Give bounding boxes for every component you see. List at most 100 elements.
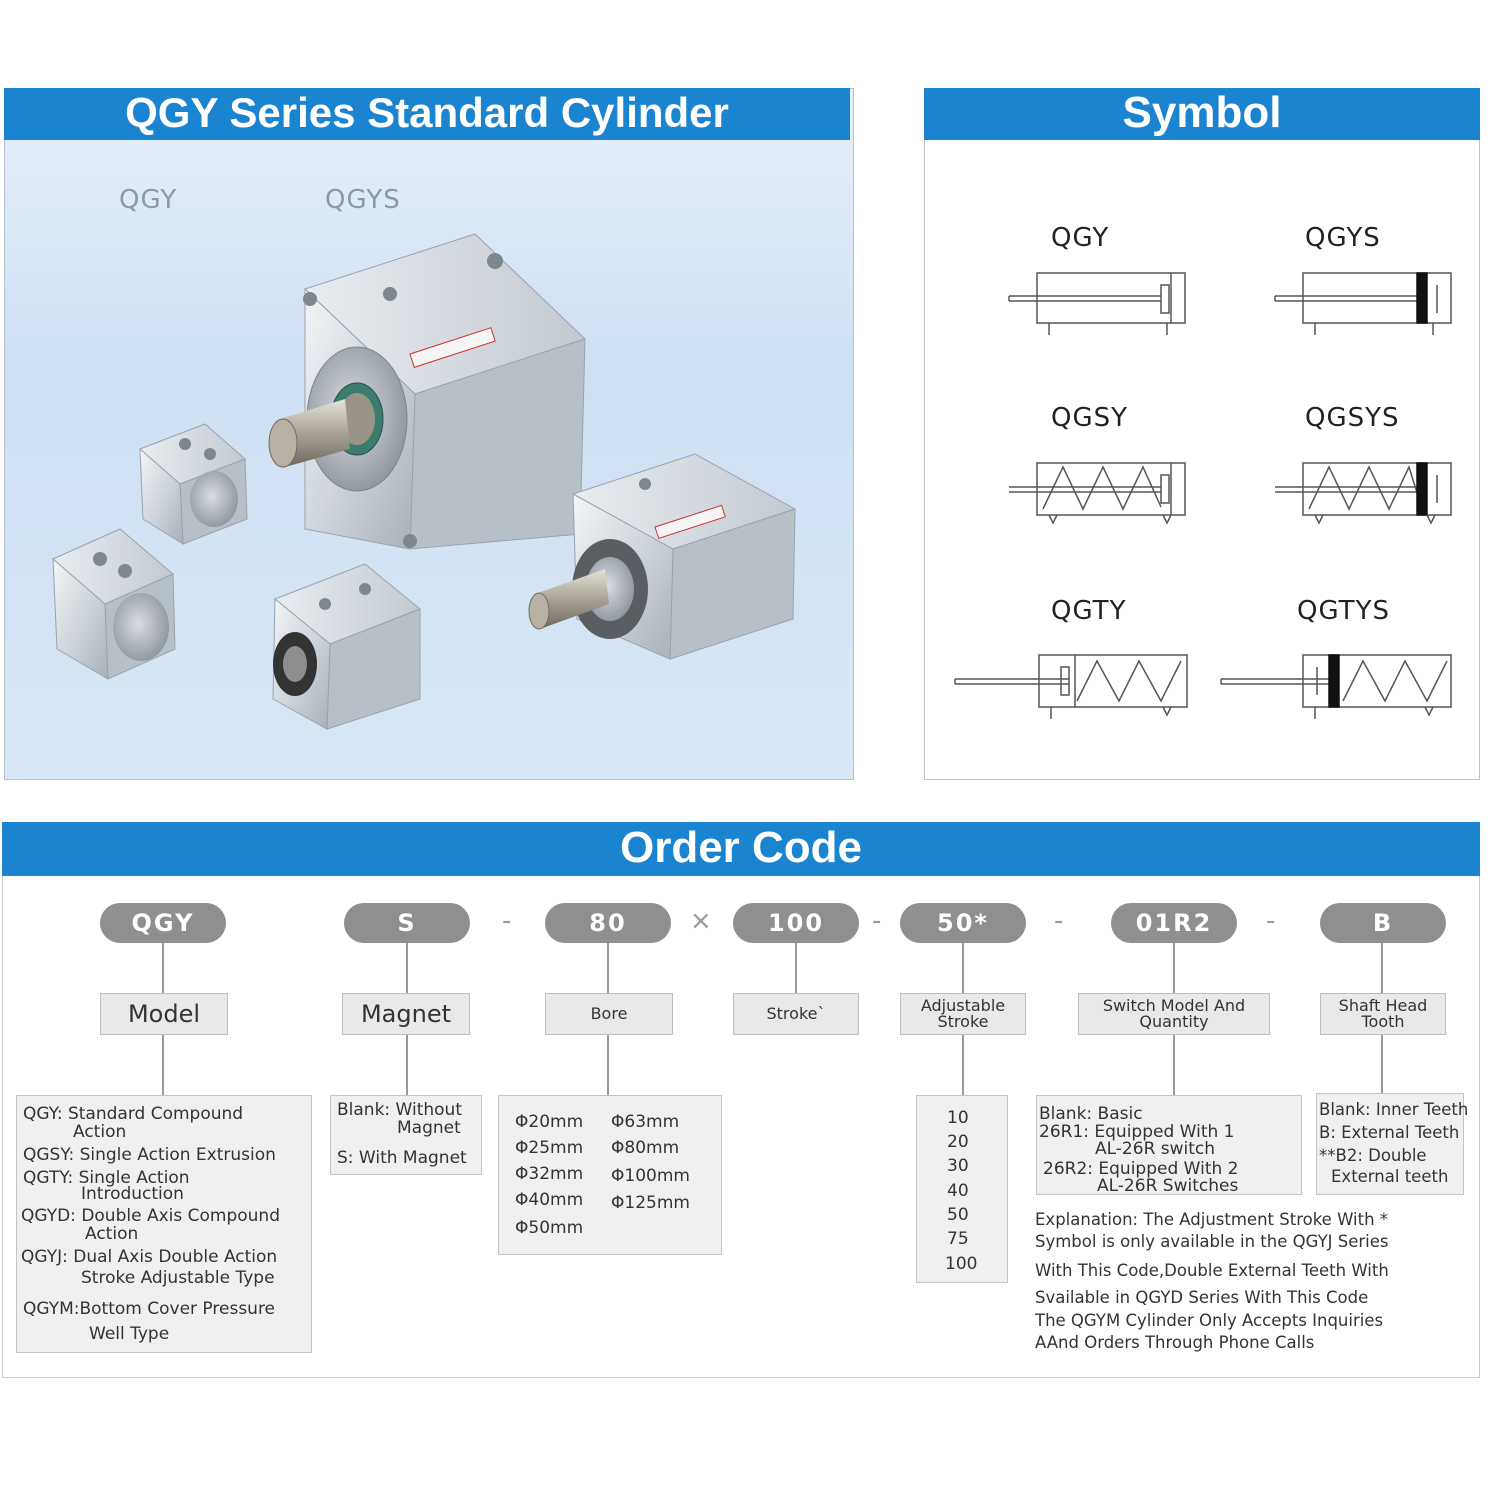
explanation-line: With This Code,Double External Teeth Wit… xyxy=(1035,1261,1389,1280)
adjust-value: 10 xyxy=(947,1108,969,1128)
switch-option: AL-26R Switches xyxy=(1097,1176,1239,1196)
symbol-panel: QGY QGYS QGSY QGSYS QGTY QGTYS xyxy=(924,88,1480,780)
connector-line xyxy=(962,943,964,993)
switch-options-box: Blank: Basic 26R1: Equipped With 1 AL-26… xyxy=(1036,1095,1302,1196)
symbol-label-qgty: QGTY xyxy=(1051,596,1127,626)
symbol-title-banner: Symbol xyxy=(924,88,1480,140)
switch-option: AL-26R switch xyxy=(1095,1139,1216,1159)
medium-cylinder xyxy=(272,563,421,730)
connector-line xyxy=(607,1035,609,1095)
adjust-value: 100 xyxy=(945,1254,978,1274)
connector-line xyxy=(607,943,609,993)
connector-line xyxy=(1381,943,1383,993)
separator-times: × xyxy=(690,906,712,936)
bore-option: Φ125mm xyxy=(611,1193,690,1213)
code-pill-bore: 80 xyxy=(545,903,671,943)
label-switch-model: Switch Model And Quantity xyxy=(1078,993,1270,1035)
connector-line xyxy=(406,943,408,993)
code-pill-adjustable: 50* xyxy=(900,903,1026,943)
tooth-option: External teeth xyxy=(1331,1167,1449,1186)
adjustable-stroke-values-box: 10 20 30 40 50 75 100 xyxy=(916,1095,1008,1283)
bore-option: Φ20mm xyxy=(515,1112,584,1132)
symbol-qgsy xyxy=(1009,462,1186,525)
label-adjustable-stroke: Adjustable Stroke xyxy=(900,993,1026,1035)
explanation-line: Explanation: The Adjustment Stroke With … xyxy=(1035,1210,1389,1229)
symbol-qgy xyxy=(1008,272,1186,335)
bore-option: Φ32mm xyxy=(515,1164,584,1184)
code-pill-magnet: S xyxy=(344,903,470,943)
separator-dash: - xyxy=(1054,906,1064,936)
product-title-banner: QGY Series Standard Cylinder xyxy=(4,88,850,140)
tooth-option: **B2: Double xyxy=(1319,1146,1427,1165)
connector-line xyxy=(1173,943,1175,993)
model-option: QGYM:Bottom Cover Pressure xyxy=(23,1299,276,1319)
magnet-option: Magnet xyxy=(397,1118,461,1138)
model-option: QGTY: Single Action xyxy=(23,1168,190,1188)
symbol-qgsys xyxy=(1275,462,1452,525)
bore-options-box: Φ20mm Φ25mm Φ32mm Φ40mm Φ50mm Φ63mm Φ80m… xyxy=(498,1095,722,1255)
connector-line xyxy=(162,943,164,993)
bore-option: Φ25mm xyxy=(515,1138,584,1158)
small-cylinder-1 xyxy=(139,423,248,545)
order-code-banner: Order Code xyxy=(2,822,1480,876)
magnet-option: S: With Magnet xyxy=(337,1148,467,1168)
bore-option: Φ100mm xyxy=(611,1166,690,1186)
symbol-drawings xyxy=(954,272,1452,719)
separator-dash: - xyxy=(502,906,512,936)
model-option: QGYD: Double Axis Compound xyxy=(21,1206,280,1226)
separator-dash: - xyxy=(872,906,882,936)
tooth-option: B: External Teeth xyxy=(1319,1123,1460,1142)
adjust-value: 50 xyxy=(947,1205,969,1225)
magnet-option: Blank: Without xyxy=(337,1100,462,1120)
adjust-value: 40 xyxy=(947,1181,969,1201)
model-options-box: QGY: Standard Compound Action QGSY: Sing… xyxy=(16,1095,312,1353)
symbol-label-qgsys: QGSYS xyxy=(1305,403,1400,433)
connector-line xyxy=(795,943,797,993)
label-shaft-head-tooth: Shaft Head Tooth xyxy=(1320,993,1446,1035)
connector-line xyxy=(962,1035,964,1095)
switch-option: 26R2: Equipped With 2 xyxy=(1043,1159,1239,1179)
switch-option: Blank: Basic xyxy=(1039,1104,1143,1124)
adjust-value: 75 xyxy=(947,1229,969,1249)
label-stroke: Stroke` xyxy=(733,993,859,1035)
explanation-line: Svailable in QGYD Series With This Code xyxy=(1035,1288,1369,1307)
bore-option: Φ80mm xyxy=(611,1138,680,1158)
model-option: QGY: Standard Compound xyxy=(23,1104,244,1124)
code-pill-model: QGY xyxy=(100,903,226,943)
tooth-options-box: Blank: Inner Teeth B: External Teeth **B… xyxy=(1316,1093,1468,1195)
separator-dash: - xyxy=(1266,906,1276,936)
model-option: Stroke Adjustable Type xyxy=(81,1268,275,1288)
symbol-qgys xyxy=(1274,272,1452,335)
symbol-label-qgtys: QGTYS xyxy=(1297,596,1390,626)
connector-line xyxy=(1381,1035,1383,1095)
label-model: Model xyxy=(100,993,228,1035)
code-pill-switch: 01R2 xyxy=(1111,903,1237,943)
bore-option: Φ63mm xyxy=(611,1112,680,1132)
adjust-value: 20 xyxy=(947,1132,969,1152)
model-option: QGSY: Single Action Extrusion xyxy=(23,1145,276,1165)
model-option: QGYJ: Dual Axis Double Action xyxy=(21,1247,278,1267)
symbol-qgty xyxy=(954,654,1188,719)
magnet-options-box: Blank: Without Magnet S: With Magnet xyxy=(330,1095,482,1175)
product-photo-panel: QGY QGYS xyxy=(4,88,854,780)
connector-line xyxy=(406,1035,408,1095)
explanation-line: AAnd Orders Through Phone Calls xyxy=(1035,1333,1315,1352)
large-cylinder xyxy=(268,233,586,550)
small-cylinder-2 xyxy=(52,528,176,680)
label-magnet: Magnet xyxy=(342,993,470,1035)
symbol-label-qgys: QGYS xyxy=(1305,223,1381,253)
bore-option: Φ50mm xyxy=(515,1218,584,1238)
model-option: Well Type xyxy=(89,1324,170,1344)
code-pill-tooth: B xyxy=(1320,903,1446,943)
explanation-line: The QGYM Cylinder Only Accepts Inquiries xyxy=(1035,1311,1384,1330)
tooth-option: Blank: Inner Teeth xyxy=(1319,1100,1469,1119)
code-pill-stroke: 100 xyxy=(733,903,859,943)
adjust-value: 30 xyxy=(947,1156,969,1176)
label-bore: Bore xyxy=(545,993,673,1035)
symbol-label-qgy: QGY xyxy=(1051,223,1110,253)
connector-line xyxy=(1173,1035,1175,1095)
right-cylinder xyxy=(528,453,797,660)
symbol-label-qgsy: QGSY xyxy=(1051,403,1128,433)
photo-label-qgy: QGY xyxy=(119,185,178,215)
model-option: Introduction xyxy=(81,1184,184,1204)
